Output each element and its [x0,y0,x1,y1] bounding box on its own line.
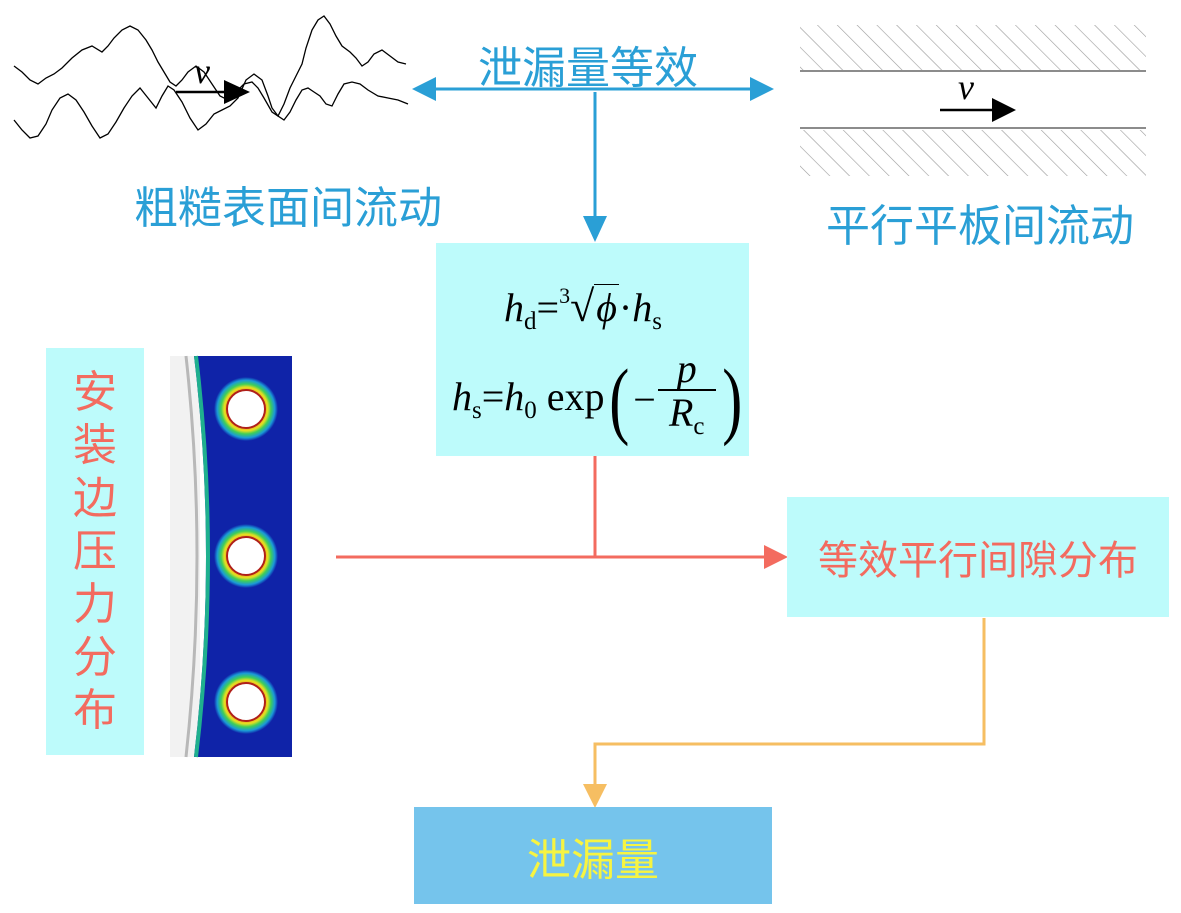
rough-surface-graphic [13,15,409,139]
parallel-plate-flow-label: 平行平板间流动 [826,201,1134,252]
parallel-plates-graphic [800,25,1146,176]
installation-pressure-char: 分 [73,632,117,683]
formula-line-1: hd=3√ϕ·hs [504,282,662,335]
fem-flange-edge [184,355,199,758]
bolt-hole [214,524,278,588]
fem-pressure-graphic [170,355,292,758]
left-blue-arrowhead [412,77,436,101]
leakage-output-box: 泄漏量 [414,807,772,904]
upper-plate-hatch [800,25,1146,70]
rough-velocity-arrowhead [224,80,250,104]
red-arrowhead [764,545,788,569]
bolt-hole [214,670,278,734]
orange-connector-arrow [583,618,986,808]
fem-flange-background [170,356,200,757]
down-blue-arrowhead [583,216,607,242]
equivalent-gap-box: 等效平行间隙分布 [787,497,1169,617]
installation-pressure-char: 压 [73,526,117,577]
installation-pressure-box: 安 装 边 压 力 分 布 [46,348,144,755]
parallel-velocity-arrowhead [992,98,1016,122]
rough-surface-upper [13,15,407,117]
installation-pressure-char: 布 [73,685,117,736]
formula-line-2: hs=h0 exp ( − p Rc ) [452,346,743,449]
orange-arrowhead [583,784,607,808]
right-blue-arrowhead [750,77,774,101]
installation-pressure-char: 力 [73,579,117,630]
parallel-velocity-label: v [958,67,974,107]
equivalent-gap-label: 等效平行间隙分布 [818,538,1138,584]
fraction: p Rc [657,349,716,449]
formula-box: hd=3√ϕ·hs hs=h0 exp ( − p Rc ) [436,243,749,456]
rough-velocity-label: v [194,51,210,91]
installation-pressure-char: 装 [73,420,117,471]
cube-root: √ϕ [570,282,619,331]
lower-plate-hatch [800,130,1146,176]
rough-surface-lower [13,73,409,139]
bolt-hole [214,377,278,441]
installation-pressure-char: 安 [73,367,117,418]
equivalence-arrows [412,77,774,242]
rough-surface-flow-label: 粗糙表面间流动 [134,183,442,234]
red-connector-arrows [336,456,788,569]
installation-pressure-char: 边 [73,473,117,524]
leakage-output-label: 泄漏量 [527,834,659,886]
fem-flange-edge-green [194,355,210,758]
leakage-equivalence-label: 泄漏量等效 [478,43,698,94]
gap-to-output-line [593,618,986,786]
